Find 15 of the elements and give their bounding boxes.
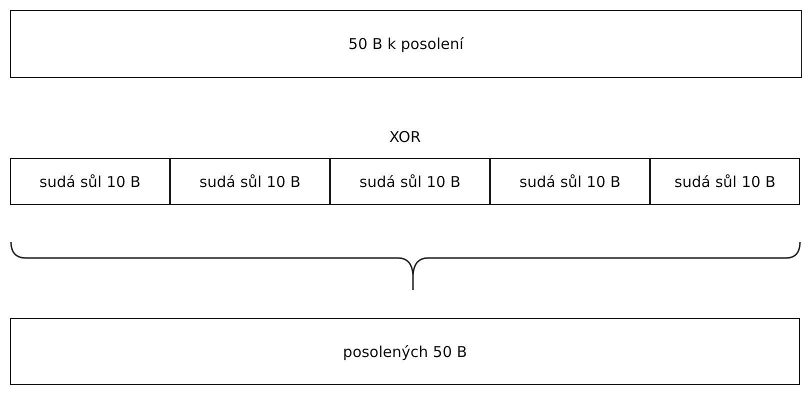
box-text: sudá sůl 10 B [519,172,621,190]
salt-segment-box [650,158,800,205]
box-text: sudá sůl 10 B [674,172,776,190]
salt-segment-box [170,158,330,205]
salt-segment-box [490,158,650,205]
box-text: posolených 50 B [342,342,468,360]
output-box [10,318,800,385]
input-box [10,10,802,78]
box-text: sudá sůl 10 B [39,172,141,190]
operator-label: XOR [389,128,421,146]
box-text: 50 B k posolení [348,35,464,53]
salt-segment-box [330,158,490,205]
box-text: sudá sůl 10 B [199,172,301,190]
salt-segment-box [10,158,170,205]
box-text: sudá sůl 10 B [359,172,461,190]
